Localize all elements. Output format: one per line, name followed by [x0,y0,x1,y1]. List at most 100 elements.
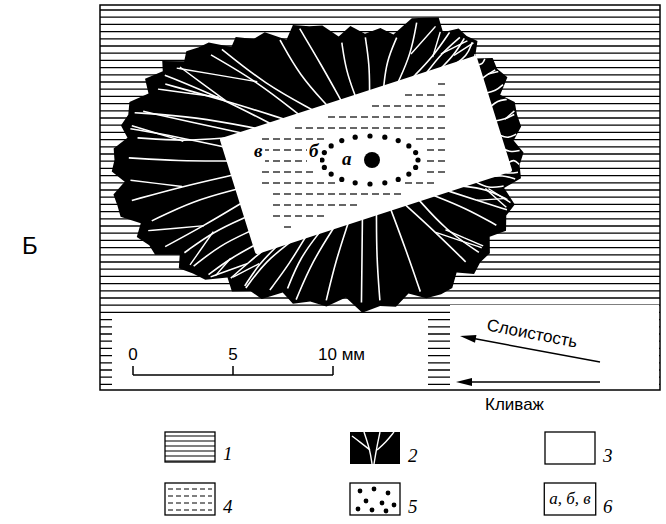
fibres [129,23,520,303]
sample-line [165,445,215,446]
sample-dot [358,489,363,494]
inclusion-dash [427,171,434,172]
inclusion-dash [427,182,434,183]
inclusion-dash [339,127,346,128]
inclusion-dash [427,138,434,139]
fibre-branch [505,111,514,119]
fibre [433,195,497,225]
inclusion-dash [438,160,445,161]
sample-border [350,483,400,515]
fibre-branch [411,26,436,54]
inclusion-dash [284,160,291,161]
fibre-branch [177,68,258,82]
inclusion-dash [295,149,302,150]
fibre-branch [441,41,467,54]
inclusion-dash [438,138,445,139]
layer-line [100,24,660,25]
legend-number: 6 [603,496,613,518]
inclusion-dot [322,150,327,155]
inclusion-dot [396,138,401,143]
fibre-branch [436,232,482,247]
inclusion-dash [383,105,390,106]
sample-dot [392,503,397,508]
sample-line [165,455,215,456]
scale-tick [132,366,134,375]
inclusion-dash [306,193,313,194]
inclusion-dot [382,180,387,185]
fibre [222,49,313,110]
fibre [211,55,299,115]
inclusion-zone-b [262,84,445,227]
inclusion-dash [416,105,423,106]
inclusion-dash [427,160,434,161]
inclusion-dash [350,204,357,205]
fibre [129,158,229,161]
inclusion-dash [273,138,280,139]
inclusion-dash [383,193,390,194]
fibre-branch [488,72,498,74]
inclusion-dash [317,127,324,128]
inclusion-dash [372,127,379,128]
inclusion-dash [295,193,302,194]
inclusion-dash [273,204,280,205]
inclusion-dash [350,127,357,128]
inclusion-dot [396,177,401,182]
inclusion-dash [416,182,423,183]
fibre [300,29,342,102]
legend-sample [165,483,215,515]
inclusion-dot [353,180,358,185]
fibre-branch [433,32,441,57]
inclusion-dash [284,193,291,194]
inclusion-dash [295,160,302,161]
scale-tick [232,366,234,375]
crystal: вба [212,48,522,263]
fibre-branch [130,180,182,186]
sample-border [544,483,595,515]
color-swatch [545,432,595,464]
inclusion-dash [306,204,313,205]
inclusion-dash [284,204,291,205]
fibre [231,250,264,278]
inclusion-dash [273,149,280,150]
inclusion-dash [427,149,434,150]
fibre [398,23,417,83]
fibre [280,40,327,106]
zone-letter: а [340,148,354,170]
sample-dot [364,499,369,504]
inclusion-dash [438,83,445,84]
inclusion-dash [295,182,302,183]
legend-sample [545,432,595,464]
legend-sample [350,483,400,515]
inclusion-zone-a [319,133,420,186]
inclusion-dot [367,181,372,186]
inclusion-dash [262,182,269,183]
inclusion-dot [415,157,420,162]
sample-dash [168,488,212,489]
inclusion-dash [405,182,412,183]
sample-black [350,432,400,464]
inclusion-dash [438,149,445,150]
inclusion-dot [353,135,358,140]
inclusion-dash [394,105,401,106]
fibre [391,209,421,292]
legend-sample [350,432,400,464]
sample-line [165,435,215,436]
inclusion-dash [273,182,280,183]
fibre-branch [190,232,213,265]
inclusion-dash [394,193,401,194]
scale-bar [133,366,333,375]
pressure-shadow [112,18,524,313]
sample-dot [372,487,377,492]
arrow-head [460,335,476,343]
fibre [132,175,233,200]
sample-dot [370,508,375,513]
inclusion-dash [416,138,423,139]
legend-sample-text: а, б, в [549,489,590,509]
inclusion-dash [372,193,379,194]
inclusion-dash [273,193,280,194]
fibre [486,85,503,93]
sample-dash [168,502,212,503]
scale-tick [332,366,334,375]
fibre [152,189,238,221]
